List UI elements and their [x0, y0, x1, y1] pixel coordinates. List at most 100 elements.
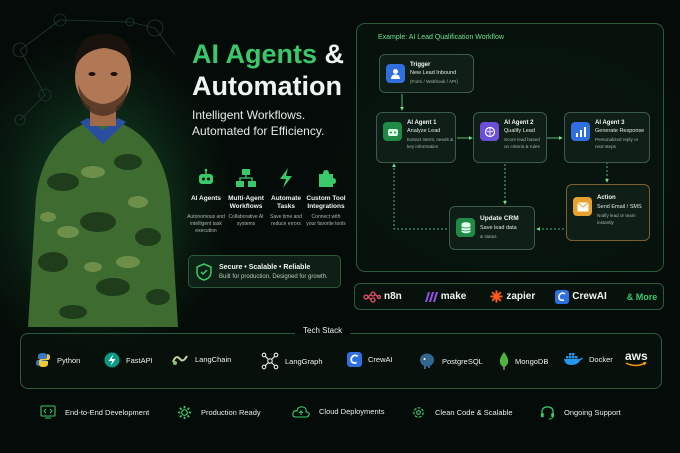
features-row: AI Agents Autonomous and intelligent tas…	[186, 166, 346, 235]
make-icon	[424, 291, 438, 303]
feature-desc: Autonomous and intelligent task executio…	[187, 214, 225, 234]
feature-desc: Connect with your favorite tools	[306, 214, 346, 227]
feature-title: Automate Tasks	[271, 195, 301, 210]
tech-label: Python	[57, 355, 81, 365]
langgraph-icon	[261, 352, 279, 370]
tools-row: n8n make zapier CrewAI & More	[354, 283, 664, 310]
crewai-icon	[555, 289, 570, 304]
mongodb-icon	[499, 352, 509, 370]
node-desc: Extract intent, needs & key information	[407, 137, 454, 149]
benefit-end-to-end: End-to-End Development	[40, 405, 149, 419]
tech-langgraph: LangGraph	[261, 352, 323, 370]
node-action: Action Send Email / SMS Notify lead or t…	[566, 184, 650, 241]
tech-label: LangChain	[195, 354, 232, 364]
tech-label: aws	[625, 349, 648, 363]
tech-mongodb: MongoDB	[499, 352, 548, 370]
tool-zapier: zapier	[490, 290, 535, 303]
benefit-label: Ongoing Support	[564, 408, 621, 417]
tech-crewai: CrewAI	[347, 352, 393, 367]
node-subtitle: Analyze Lead	[407, 128, 441, 134]
workflow-title: Example: AI Lead Qualification Workflow	[378, 34, 504, 41]
workflow-icon	[226, 166, 266, 190]
tech-postgresql: PostgreSQL	[418, 352, 483, 370]
node-subtitle: Qualify Lead	[504, 128, 535, 134]
tool-label: make	[440, 291, 467, 302]
fastapi-icon	[104, 352, 120, 368]
secure-title: Secure • Scalable • Reliable	[219, 263, 311, 271]
tech-python: Python	[35, 352, 80, 368]
tech-label: Docker	[589, 354, 613, 364]
benefit-support: Ongoing Support	[540, 405, 621, 420]
settings-icon	[411, 405, 426, 420]
person-portrait	[18, 34, 188, 327]
node-trigger: Trigger New Lead Inbound (Form / Webhook…	[379, 54, 474, 93]
tech-label: PostgreSQL	[442, 356, 483, 366]
node-desc: Score lead based on criteria & rules	[504, 137, 540, 149]
tech-label: CrewAI	[368, 355, 393, 364]
n8n-icon	[363, 290, 381, 303]
langchain-icon	[171, 352, 189, 366]
chart-icon	[571, 122, 590, 141]
crewai-icon	[347, 352, 362, 367]
node-title: Update CRM	[480, 215, 519, 222]
secure-badge: Secure • Scalable • Reliable Built for p…	[188, 255, 341, 288]
cloud-icon	[292, 405, 310, 418]
benefit-label: Clean Code & Scalable	[435, 408, 513, 417]
postgresql-icon	[418, 352, 436, 370]
feature-ai-agents: AI Agents Autonomous and intelligent tas…	[186, 166, 226, 235]
tool-label: n8n	[384, 291, 402, 302]
docker-icon	[563, 352, 583, 366]
tool-label: zapier	[506, 291, 536, 302]
node-title: AI Agent 2	[504, 120, 534, 126]
lightning-icon	[266, 166, 306, 190]
aws-smile	[625, 362, 647, 367]
benefit-cloud: Cloud Deployments	[292, 405, 384, 418]
benefit-label: Production Ready	[201, 408, 261, 417]
aws-logo: aws	[625, 350, 648, 368]
headset-icon	[540, 405, 555, 420]
title-amp: &	[317, 39, 345, 69]
tech-stack-title: Tech Stack	[295, 326, 351, 335]
shield-icon	[189, 262, 219, 281]
puzzle-icon	[306, 166, 346, 190]
feature-title: Multi-Agent Workflows	[228, 195, 264, 210]
tool-n8n: n8n	[363, 290, 402, 303]
feature-multi-agent: Multi-Agent Workflows Collaborative AI s…	[226, 166, 266, 235]
database-icon	[456, 218, 475, 237]
tech-stack-panel	[20, 333, 662, 389]
subtitle-line2: Automated for Efficiency.	[192, 124, 325, 138]
tech-docker: Docker	[563, 352, 613, 366]
node-agent3: AI Agent 3 Generate Response Personalize…	[564, 112, 650, 163]
node-subtitle: Send Email / SMS	[597, 204, 642, 210]
main-title-line1: AI Agents &	[192, 38, 352, 70]
subtitle-line1: Intelligent Workflows.	[192, 108, 306, 122]
feature-title: AI Agents	[190, 195, 222, 202]
headline: AI Agents & Automation	[192, 38, 352, 102]
feature-automate: Automate Tasks Save time and reduce erro…	[266, 166, 306, 235]
mail-icon	[573, 197, 592, 216]
benefit-label: End-to-End Development	[65, 407, 150, 417]
tech-label: LangGraph	[285, 356, 323, 366]
title-green: AI Agents	[192, 39, 318, 69]
python-icon	[35, 352, 51, 368]
node-title: AI Agent 1	[407, 120, 437, 126]
node-title: Trigger	[410, 62, 431, 68]
subtitle: Intelligent Workflows. Automated for Eff…	[192, 107, 352, 139]
node-subtitle: New Lead Inbound	[410, 70, 457, 76]
benefit-label: Cloud Deployments	[319, 407, 385, 416]
node-desc: Personalized reply or next steps	[595, 137, 639, 149]
node-desc: (Form / Webhook / API)	[410, 79, 458, 84]
tool-crewai: CrewAI	[555, 289, 607, 304]
tool-make: make	[424, 291, 467, 303]
tech-label: FastAPI	[126, 355, 153, 365]
main-title-line2: Automation	[192, 71, 342, 101]
feature-desc: Save time and reduce errors	[270, 214, 302, 227]
benefit-clean-code: Clean Code & Scalable	[411, 405, 513, 420]
person-icon	[386, 64, 405, 83]
feature-integrations: Custom Tool Integrations Connect with yo…	[306, 166, 346, 235]
node-agent1: AI Agent 1 Analyze Lead Extract intent, …	[376, 112, 456, 163]
tech-label: MongoDB	[515, 356, 549, 366]
robot-icon	[383, 122, 402, 141]
workflow-panel: Example: AI Lead Qualification Workflow …	[356, 23, 664, 272]
workflow-arrows	[392, 94, 609, 231]
